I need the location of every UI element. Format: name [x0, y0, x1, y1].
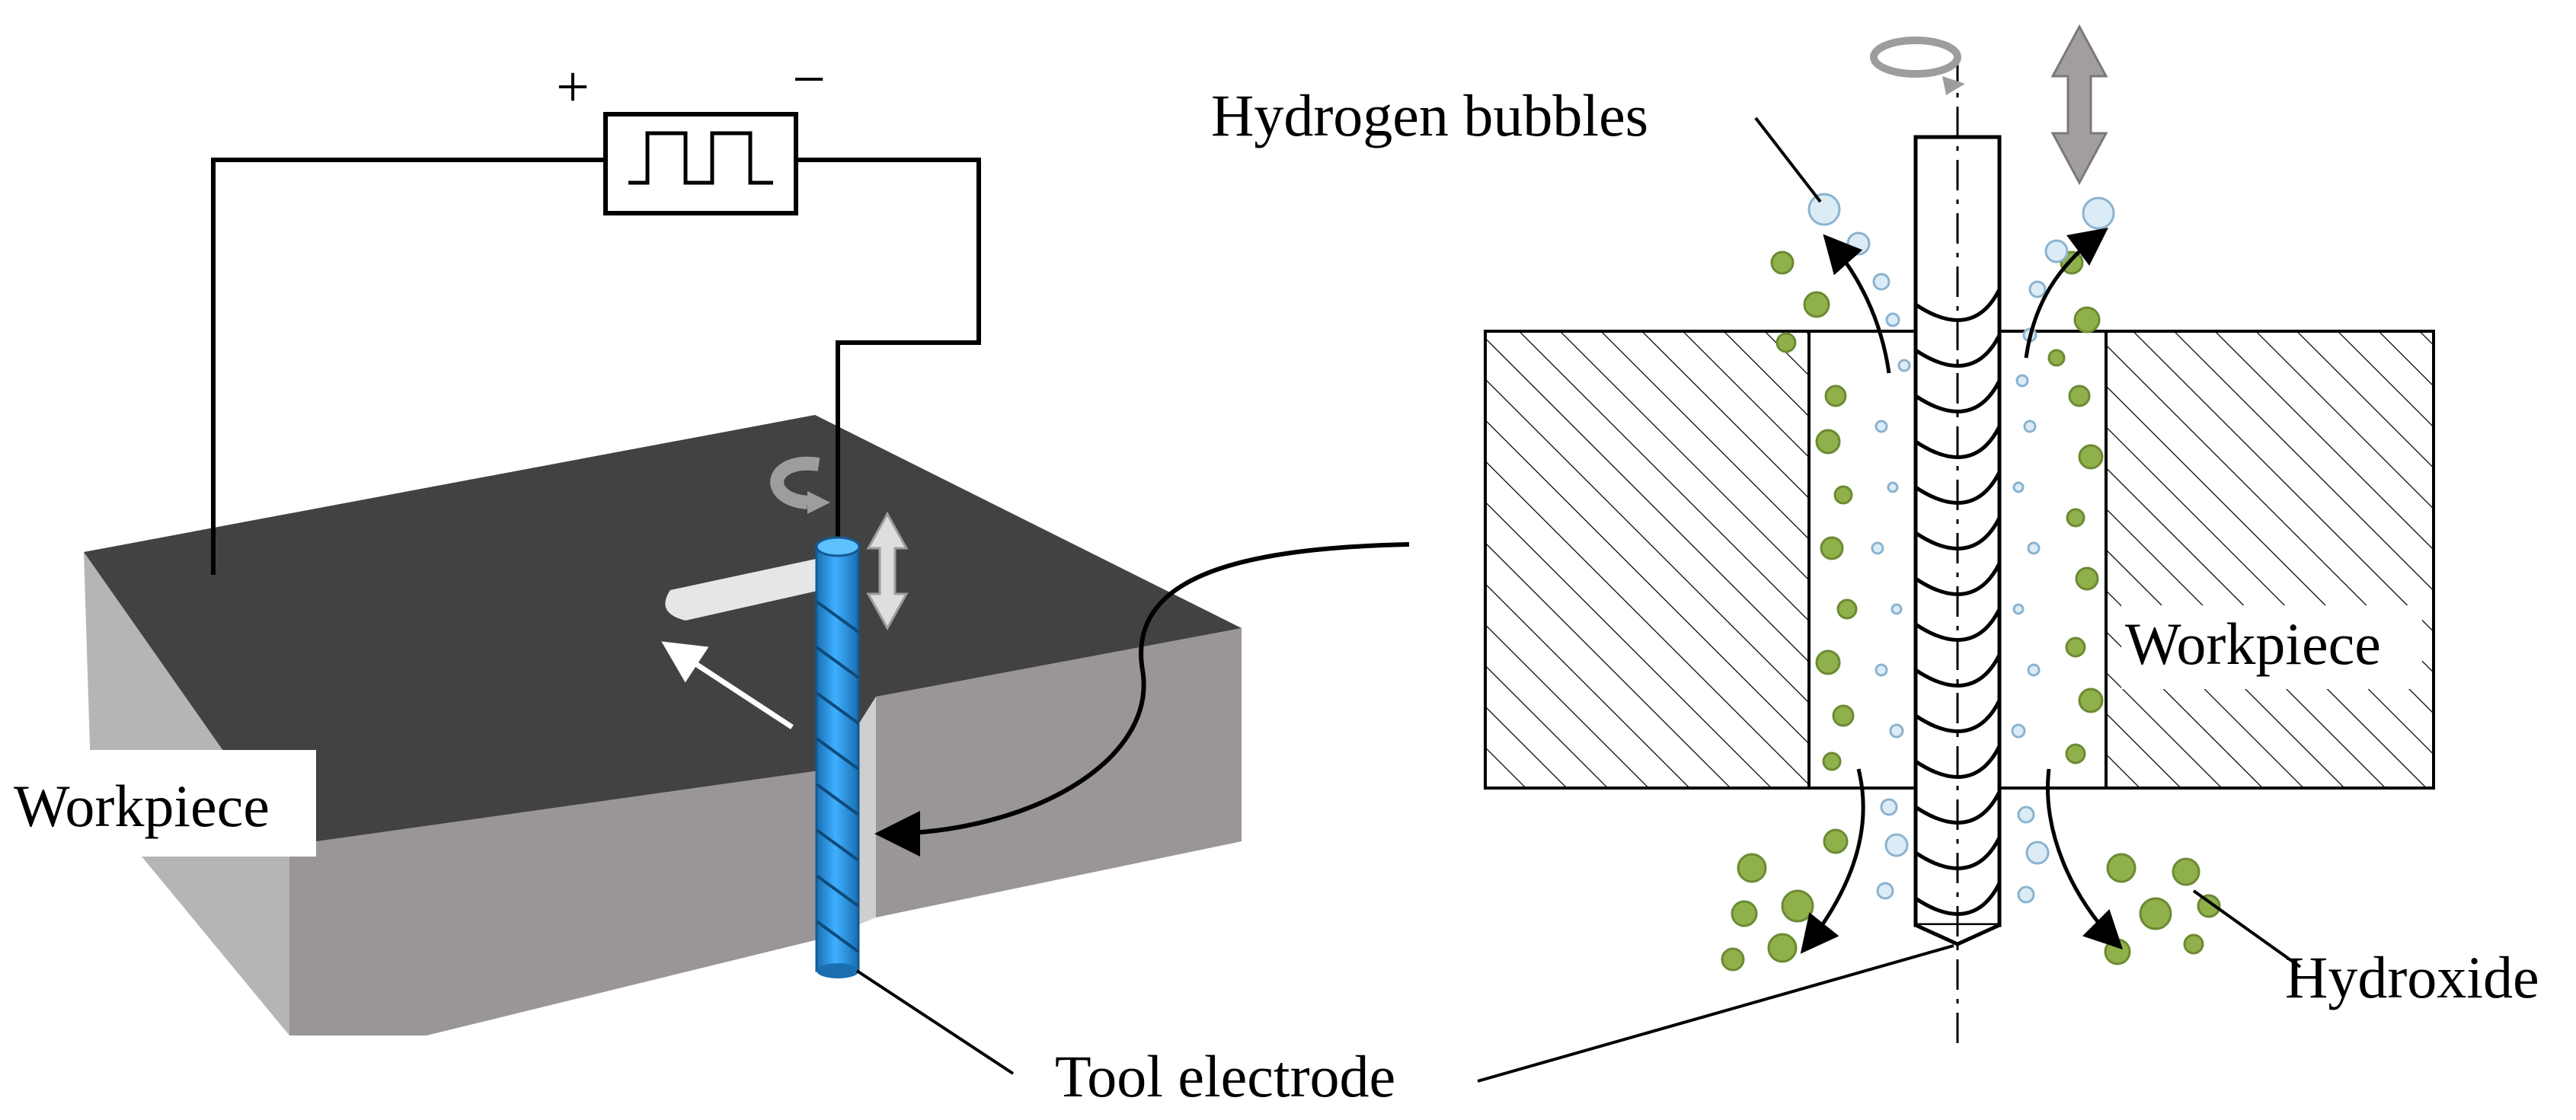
workpiece-3d — [84, 415, 1242, 1035]
workpiece-section-right — [2105, 330, 2435, 790]
workpiece-left-label: Workpiece — [14, 773, 270, 839]
feed-direction-arrow — [661, 641, 794, 729]
workpiece-top-face — [84, 415, 1242, 845]
workpiece-front-face — [289, 769, 830, 1035]
cross-section — [1484, 330, 2435, 790]
hydrogen-bubbles-label: Hydrogen bubbles — [1211, 82, 1648, 148]
hydrogen-bubbles — [1807, 193, 2115, 904]
workpiece-left-label-bg — [4, 750, 316, 857]
flow-arrows — [1800, 227, 2124, 954]
pulse-waveform-icon — [628, 131, 773, 185]
zoom-connector-curve — [874, 542, 1410, 857]
pulse-power-supply — [603, 112, 798, 215]
plus-terminal: + — [556, 53, 590, 120]
workpiece-right-label: Workpiece — [2125, 611, 2381, 677]
hydroxide-label: Hydroxide — [2285, 944, 2539, 1010]
circuit-wiring — [211, 112, 981, 575]
minus-terminal: − — [792, 46, 826, 112]
rotation-indicator-left — [770, 456, 830, 514]
workpiece-front-face-right — [876, 628, 1242, 917]
vertical-motion-indicator-right — [2050, 24, 2108, 186]
tool-electrode-label: Tool electrode — [1055, 1043, 1395, 1109]
rotation-indicator-right — [1870, 37, 1965, 95]
workpiece-section-left — [1484, 330, 1811, 790]
tool-electrode-small — [815, 536, 861, 978]
slot-opening — [665, 556, 838, 621]
hydroxide-particles — [1721, 250, 2221, 972]
vertical-motion-indicator-left — [866, 511, 909, 631]
workpiece-right-label-bg — [2121, 605, 2422, 689]
leader-lines — [855, 116, 2302, 1083]
